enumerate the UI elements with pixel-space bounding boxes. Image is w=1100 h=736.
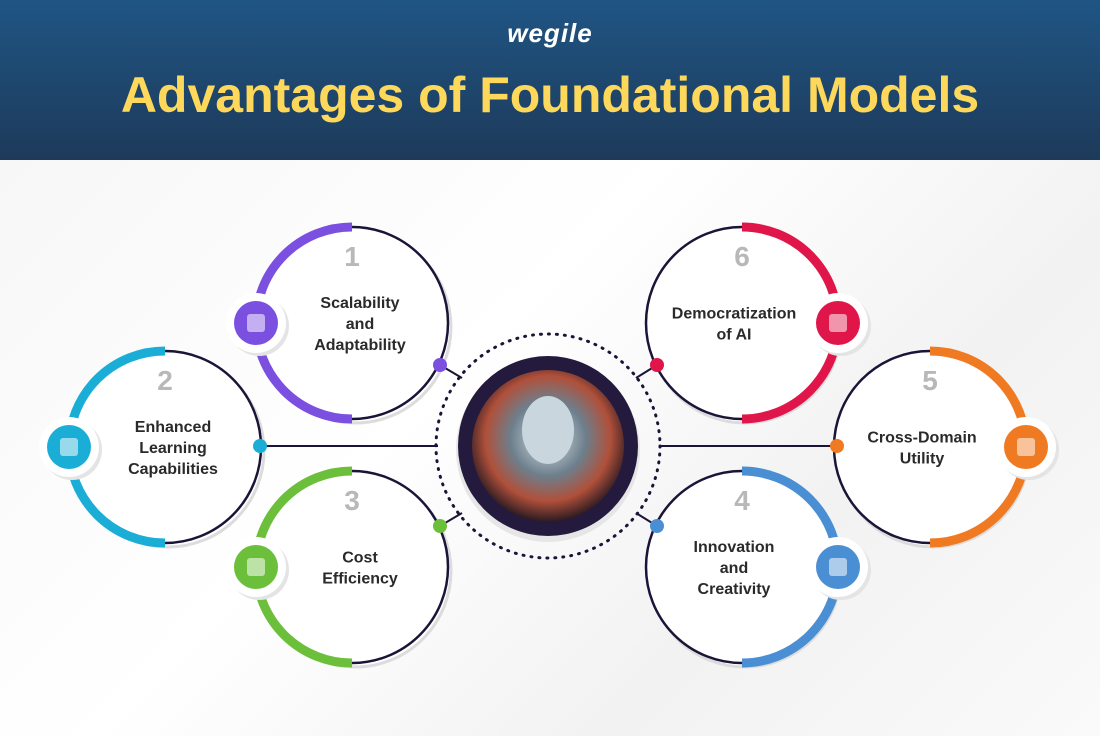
item-number: 4 bbox=[734, 485, 750, 516]
item-number: 3 bbox=[344, 485, 360, 516]
item-label-line: Scalability bbox=[320, 295, 399, 312]
connector-dot bbox=[433, 519, 447, 533]
item-label-line: Innovation bbox=[694, 539, 775, 556]
item-label-line: Cost bbox=[342, 550, 378, 567]
icon-glyph bbox=[829, 558, 847, 576]
item-label-line: Capabilities bbox=[128, 461, 218, 478]
logo: wegile bbox=[507, 18, 593, 48]
item-label-line: Enhanced bbox=[135, 419, 211, 436]
connector-dot bbox=[433, 358, 447, 372]
dotted-ring bbox=[434, 332, 662, 560]
item-label-line: Creativity bbox=[698, 581, 771, 598]
item-label-line: Utility bbox=[900, 451, 945, 468]
item-number: 5 bbox=[922, 365, 938, 396]
item-label-line: and bbox=[720, 560, 748, 577]
item-label-line: Cross-Domain bbox=[867, 430, 976, 447]
connector-dot bbox=[830, 439, 844, 453]
icon-glyph bbox=[60, 438, 78, 456]
connector-dot bbox=[650, 519, 664, 533]
item-number: 2 bbox=[157, 365, 173, 396]
connector-dot bbox=[253, 439, 267, 453]
icon-glyph bbox=[247, 314, 265, 332]
item-label-line: Efficiency bbox=[322, 571, 398, 588]
page-title: Advantages of Foundational Models bbox=[120, 67, 980, 123]
item-label-line: Learning bbox=[139, 440, 207, 457]
connector-dot bbox=[650, 358, 664, 372]
item-label-line: Democratization bbox=[672, 306, 796, 323]
header: wegile Advantages of Foundational Models bbox=[0, 0, 1100, 160]
item-label-line: Adaptability bbox=[314, 337, 406, 354]
icon-glyph bbox=[247, 558, 265, 576]
icon-glyph bbox=[829, 314, 847, 332]
robot-head bbox=[522, 396, 574, 464]
icon-glyph bbox=[1017, 438, 1035, 456]
item-number: 1 bbox=[344, 241, 360, 272]
item-number: 6 bbox=[734, 241, 750, 272]
connectors bbox=[260, 364, 837, 527]
item-label-line: and bbox=[346, 316, 374, 333]
item-label-line: of AI bbox=[717, 327, 752, 344]
